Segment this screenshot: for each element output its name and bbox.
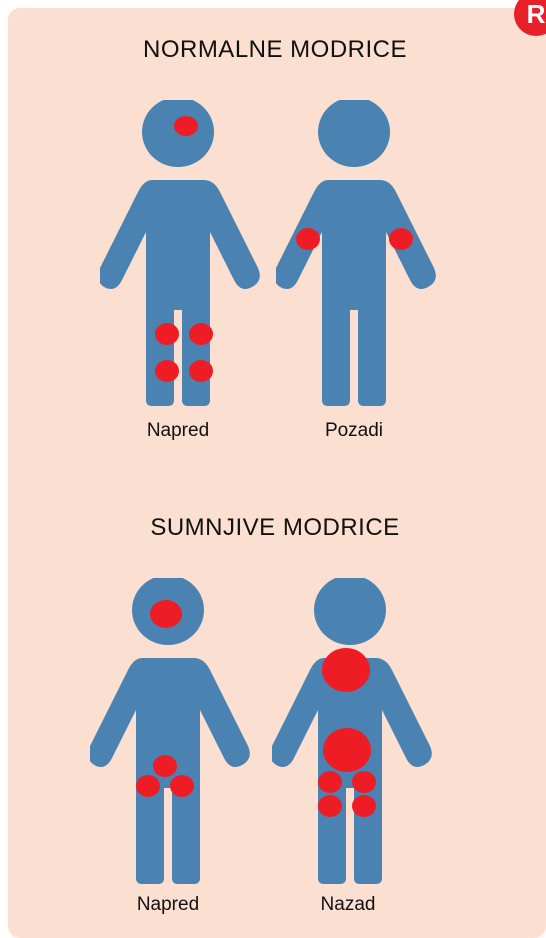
head (318, 100, 390, 167)
figure-normal-back (276, 100, 436, 410)
bruise-groin (153, 755, 177, 777)
bruise-forehead (174, 116, 198, 136)
bruise-right-knee (189, 323, 213, 345)
normal-front-label: Napred (118, 420, 238, 442)
bruise-left-buttock (318, 771, 342, 793)
bruise-right-buttock (352, 771, 376, 793)
logo-glyph: R (527, 0, 546, 30)
normal-back-label: Pozadi (294, 420, 414, 442)
body (100, 180, 260, 406)
suspicious-back-label: Nazad (288, 894, 408, 916)
figure-suspicious-back (272, 578, 432, 888)
bruise-lower-back (323, 728, 371, 772)
head (314, 578, 386, 645)
head (142, 100, 214, 167)
bruise-left-elbow (296, 228, 320, 250)
figure-suspicious-front (90, 578, 250, 888)
bruise-left-shin (155, 360, 179, 382)
suspicious-front-label: Napred (108, 894, 228, 916)
suspicious-bruises-title: SUMNJIVE MODRICE (8, 514, 542, 542)
bruise-right-thigh (352, 795, 376, 817)
bruise-upper-back (322, 648, 370, 692)
bruise-left-thigh (136, 775, 160, 797)
bruise-face (150, 600, 182, 628)
figure-normal-front (100, 100, 260, 410)
bruise-right-elbow (389, 228, 413, 250)
normal-bruises-title: NORMALNE MODRICE (8, 36, 542, 64)
body (276, 180, 436, 406)
bruise-right-shin (189, 360, 213, 382)
bruise-right-thigh (170, 775, 194, 797)
infographic-card: NORMALNE MODRICE Napred Pozadi SUMNJIVE … (8, 8, 546, 938)
bruise-left-knee (155, 323, 179, 345)
bruise-left-thigh (318, 795, 342, 817)
